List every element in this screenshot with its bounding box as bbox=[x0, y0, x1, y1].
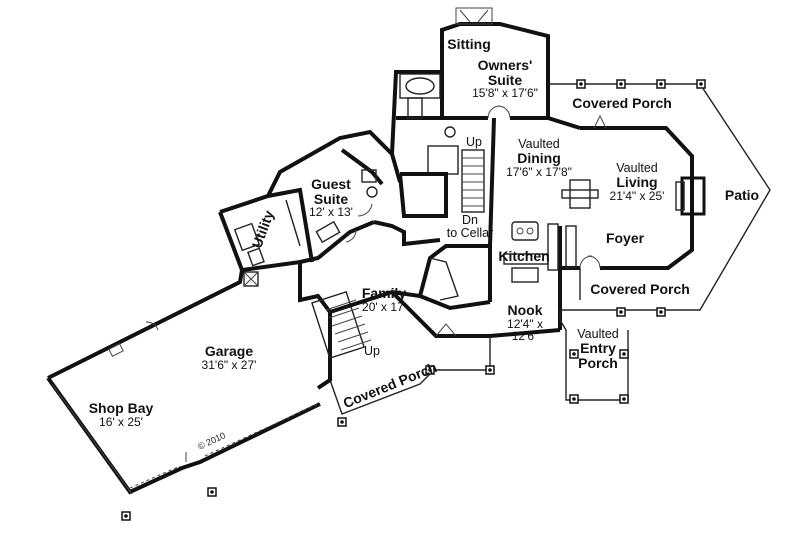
room-patio: Patio bbox=[725, 188, 759, 203]
room-guest-suite: Guest Suite 12' x 13' bbox=[309, 177, 353, 219]
utility-room-walls bbox=[218, 187, 314, 287]
covered-porch-front-name: Covered Porch bbox=[590, 281, 690, 297]
shop-bay-name: Shop Bay bbox=[88, 400, 154, 416]
kitchen-name: Kitchen bbox=[498, 248, 550, 264]
stair-up-garage-text: Up bbox=[364, 344, 380, 358]
stair-down-cellar: Dn to Cellar bbox=[446, 213, 494, 241]
stair-up-main-text: Up bbox=[466, 135, 482, 149]
room-sitting: Sitting bbox=[447, 37, 491, 52]
dining-name: Dining bbox=[517, 150, 561, 167]
stairs bbox=[311, 149, 485, 360]
owners-suite-name2: Suite bbox=[487, 71, 523, 88]
room-family: Family 20' x 17' bbox=[362, 286, 406, 313]
room-shop-bay: Shop Bay 16' x 25' bbox=[89, 401, 154, 428]
room-covered-porch-front: Covered Porch bbox=[590, 282, 690, 297]
owners-suite-walls bbox=[390, 7, 581, 175]
room-nook: Nook 12'4" x 12'6" bbox=[507, 303, 543, 343]
guest-suite-dims: 12' x 13' bbox=[309, 205, 353, 220]
patio-name: Patio bbox=[724, 187, 760, 203]
room-dining: Vaulted Dining 17'6" x 17'8" bbox=[506, 137, 572, 179]
room-entry-porch: Vaulted Entry Porch bbox=[577, 327, 619, 371]
entry-porch-name2: Porch bbox=[578, 354, 618, 371]
entry-porch-name: Entry bbox=[580, 340, 616, 357]
room-owners-suite: Owners' Suite 15'8" x 17'6" bbox=[472, 58, 538, 100]
owners-suite-name: Owners' bbox=[477, 57, 533, 73]
room-garage: Garage 31'6" x 27' bbox=[202, 344, 257, 371]
room-kitchen: Kitchen bbox=[498, 249, 549, 264]
shop-bay-dims: 16' x 25' bbox=[99, 414, 143, 429]
guest-suite-walls bbox=[266, 129, 402, 264]
living-dims: 21'4" x 25' bbox=[609, 188, 665, 203]
stair-up-main: Up bbox=[466, 135, 482, 149]
stair-down-cellar-text: Dn bbox=[462, 213, 478, 227]
dining-dims: 17'6" x 17'8" bbox=[506, 164, 572, 179]
garage-walls bbox=[46, 259, 332, 495]
family-name: Family bbox=[361, 285, 407, 301]
family-dims: 20' x 17' bbox=[362, 299, 406, 314]
room-living: Vaulted Living 21'4" x 25' bbox=[609, 161, 665, 203]
nook-dims: 12'4" x bbox=[507, 316, 543, 331]
porch-posts bbox=[121, 79, 706, 521]
main-living-walls bbox=[329, 114, 706, 338]
sitting-name: Sitting bbox=[447, 36, 491, 52]
stair-down-cellar-text2: to Cellar bbox=[446, 226, 494, 241]
living-prefix: Vaulted bbox=[616, 161, 658, 175]
owners-suite-dims: 15'8" x 17'6" bbox=[472, 86, 538, 101]
room-foyer: Foyer bbox=[606, 231, 644, 246]
living-name: Living bbox=[616, 174, 658, 191]
nook-dims2: 12'6" bbox=[511, 329, 539, 344]
entry-porch-prefix: Vaulted bbox=[577, 327, 619, 341]
stair-up-garage: Up bbox=[364, 344, 380, 358]
covered-porch-rear-name: Covered Porch bbox=[572, 95, 672, 111]
dining-prefix: Vaulted bbox=[518, 137, 560, 151]
garage-name: Garage bbox=[204, 343, 254, 359]
guest-suite-name: Guest bbox=[311, 176, 351, 192]
porch-outlines bbox=[329, 83, 771, 415]
guest-suite-name2: Suite bbox=[313, 190, 349, 207]
nook-name: Nook bbox=[507, 302, 543, 318]
room-utility: Utility bbox=[244, 208, 283, 250]
foyer-name: Foyer bbox=[605, 230, 645, 246]
room-covered-porch-rear: Covered Porch bbox=[572, 96, 672, 111]
garage-dims: 31'6" x 27' bbox=[201, 357, 257, 372]
